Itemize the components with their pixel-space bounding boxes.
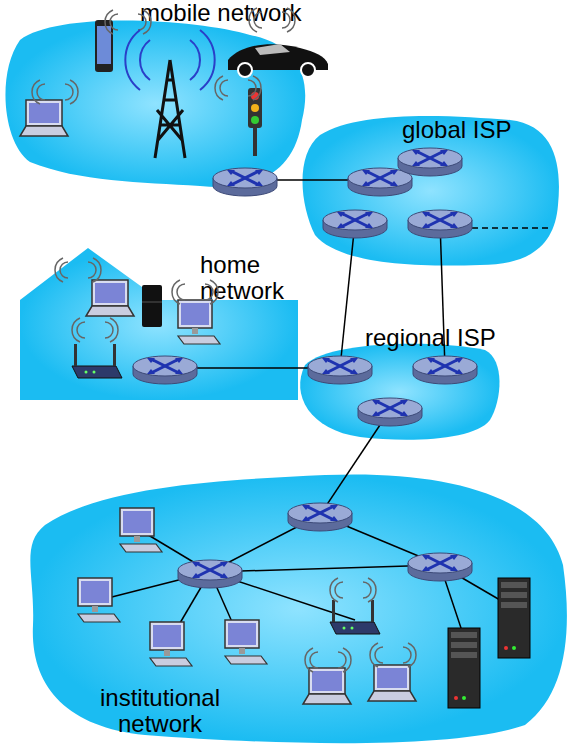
- network-cloud: regional ISP: [290, 325, 565, 445]
- network-label: regional ISP: [365, 325, 565, 351]
- network-cloud: global ISP: [300, 105, 565, 270]
- network-label: mobile network: [140, 0, 365, 26]
- network-label: home network: [200, 252, 330, 304]
- link-line: [340, 222, 355, 368]
- network-label: institutional network: [75, 685, 245, 737]
- network-label: global ISP: [402, 117, 552, 143]
- link-line: [440, 222, 445, 368]
